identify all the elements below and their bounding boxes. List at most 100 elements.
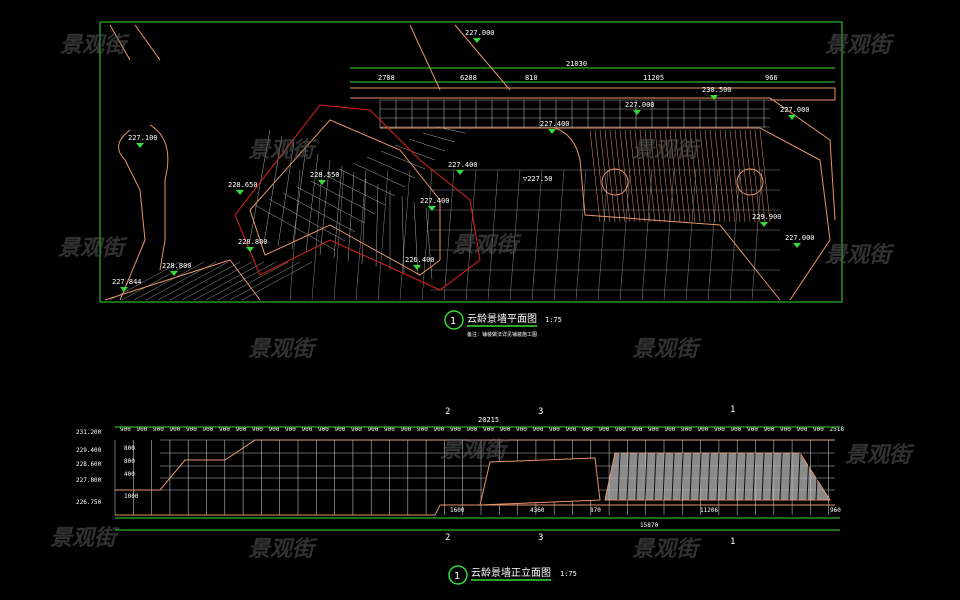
- section-mark: 1: [730, 537, 735, 547]
- section-mark: 3: [538, 533, 543, 543]
- decking-line: [639, 129, 651, 223]
- level-label: 226.750: [76, 499, 102, 506]
- top-dim: 900: [417, 426, 428, 433]
- grid-line: [361, 177, 367, 265]
- top-dim: 900: [483, 426, 494, 433]
- decking-line: [624, 129, 636, 223]
- grid-line: [311, 169, 323, 301]
- decking-line: [704, 129, 716, 223]
- top-dim: 900: [434, 426, 445, 433]
- decking-line: [759, 129, 771, 223]
- watermark: 景观街: [632, 537, 702, 562]
- top-dim: 900: [186, 426, 197, 433]
- level-triangle-icon: [788, 115, 796, 120]
- grid-line: [487, 169, 499, 301]
- plan-dim: 2708: [378, 74, 395, 82]
- plan-outline: [104, 24, 836, 301]
- grid-line: [729, 169, 741, 301]
- level-triangle-icon: [170, 271, 178, 276]
- spot-level: 227.000: [780, 106, 810, 114]
- grid-line: [380, 150, 426, 170]
- grid-line: [663, 169, 675, 301]
- vertical-dim: 800: [124, 458, 135, 465]
- watermark: 景观街: [632, 138, 702, 163]
- decking-line: [604, 129, 616, 223]
- panel-slat: [707, 452, 711, 501]
- level-triangle-icon: [760, 222, 768, 227]
- top-dim: 900: [599, 426, 610, 433]
- grid-line: [181, 261, 253, 301]
- panel-slat: [761, 452, 765, 501]
- watermark: 景观街: [248, 138, 318, 163]
- spot-level: 228.800: [238, 238, 268, 246]
- level-triangle-icon: [633, 110, 641, 115]
- spot-level: 226.400: [405, 256, 435, 264]
- level-triangle-icon: [473, 38, 481, 43]
- grid-line: [707, 169, 719, 301]
- panel-slat: [644, 452, 648, 501]
- grid-line: [205, 261, 277, 301]
- panel-slat: [698, 452, 702, 501]
- grid-line: [133, 261, 205, 301]
- bottom-dim: 15870: [640, 522, 658, 529]
- decking-line: [664, 129, 676, 223]
- grid-line: [401, 195, 405, 274]
- grid-line: [157, 261, 229, 301]
- level-label: 231.200: [76, 429, 102, 436]
- top-dim: 2518: [830, 426, 845, 433]
- plan-note: 备注：铺装做法详见铺装施工图: [467, 331, 537, 338]
- plan-dim-total: 21030: [566, 60, 587, 68]
- decking-line: [719, 129, 731, 223]
- top-dim: 900: [582, 426, 593, 433]
- spot-level: 230.500: [702, 86, 732, 94]
- level-triangle-icon: [413, 265, 421, 270]
- decking-line: [619, 129, 631, 223]
- decking-line: [614, 129, 626, 223]
- plan-scale: 1:75: [545, 316, 562, 324]
- grid-line: [263, 135, 283, 244]
- panel-slat: [635, 452, 639, 501]
- panel-slat: [815, 452, 819, 501]
- decking-line: [749, 129, 761, 223]
- decking-line: [644, 129, 656, 223]
- plan-index-circle: [444, 310, 464, 330]
- decking-line: [634, 129, 646, 223]
- grid-line: [465, 169, 477, 301]
- top-dim: 900: [681, 426, 692, 433]
- grid-line: [249, 129, 271, 241]
- tree-pit-circle: [601, 168, 629, 196]
- grid-line: [575, 169, 587, 301]
- level-label: 228.600: [76, 461, 102, 468]
- top-dim: 900: [219, 426, 230, 433]
- panel-slat: [680, 452, 684, 501]
- decking-line: [754, 129, 766, 223]
- top-dim: 900: [516, 426, 527, 433]
- elevation-grid: [114, 439, 835, 515]
- elevation-marker: ▽227.50: [523, 175, 553, 183]
- top-dim: 900: [236, 426, 247, 433]
- watermark: 景观街: [248, 537, 318, 562]
- spot-level: 227.400: [420, 197, 450, 205]
- level-triangle-icon: [793, 243, 801, 248]
- top-dim: 900: [813, 426, 824, 433]
- level-label: 229.400: [76, 447, 102, 454]
- decking-line: [659, 129, 671, 223]
- top-dim: 900: [153, 426, 164, 433]
- elevation-total-dim: 20215: [478, 416, 499, 424]
- top-dim: 900: [368, 426, 379, 433]
- decking-line: [679, 129, 691, 223]
- spot-level: 227.844: [112, 278, 142, 286]
- decking-line: [739, 129, 751, 223]
- level-triangle-icon: [318, 180, 326, 185]
- section-mark: 1: [730, 405, 735, 415]
- grid-line: [366, 156, 416, 179]
- grid-line: [421, 169, 433, 301]
- section-mark: 2: [445, 533, 450, 543]
- grid-line: [268, 198, 346, 242]
- top-dim: 900: [335, 426, 346, 433]
- elevation-index-circle: [448, 565, 468, 585]
- grid-line: [509, 169, 521, 301]
- top-dim: 900: [500, 426, 511, 433]
- vertical-dim: 1000: [124, 493, 139, 500]
- section-mark: 3: [538, 407, 543, 417]
